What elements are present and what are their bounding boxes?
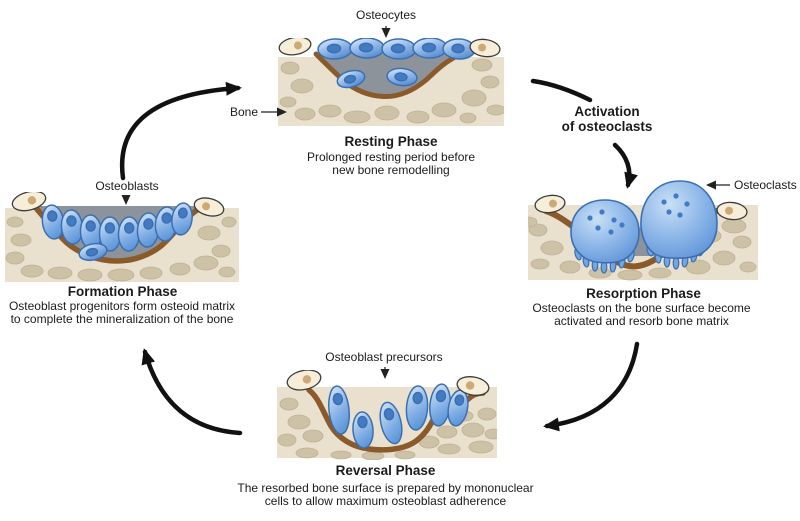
embedded-osteocyte: [78, 242, 108, 262]
osteoblast-precursors-label: Osteoblast precursors: [325, 350, 443, 364]
activation-of-osteoclasts-label: Activation of osteoclasts: [561, 104, 653, 134]
bone-label: Bone: [229, 105, 258, 119]
resting-phase-description: Prolonged resting period before new bone…: [306, 150, 476, 178]
osteoclasts-label: Osteoclasts: [734, 178, 797, 192]
osteoclast-left: [570, 199, 640, 274]
reversal-phase-description: The resorbed bone surface is prepared by…: [237, 481, 534, 509]
arrow-reversal-to-formation: [141, 348, 243, 436]
formation-phase-title: Formation Phase: [67, 284, 178, 299]
osteocytes-label: Osteocytes: [355, 8, 417, 22]
reversal-phase-illustration: [277, 370, 497, 460]
cell-granules: [661, 193, 690, 218]
arrow-formation-to-resting: [119, 81, 242, 181]
bone-pebbles: [5, 216, 237, 282]
resorption-phase-illustration: [528, 180, 758, 281]
osteoblasts-label: Osteoblasts: [95, 179, 159, 193]
osteoclast-right: [640, 180, 718, 270]
bone-lining-cells: [278, 38, 501, 58]
resorption-phase-description: Osteoclasts on the bone surface become a…: [532, 301, 751, 329]
reversal-phase-title: Reversal Phase: [335, 463, 436, 478]
arrow-resting-to-activation: [530, 78, 593, 103]
resting-phase-illustration: [278, 38, 504, 126]
resorption-phase-title: Resorption Phase: [586, 286, 701, 301]
bone-lining-cells: [286, 370, 490, 396]
bone-lining-cells: [534, 194, 748, 221]
cell-granules: [587, 209, 625, 235]
formation-phase-illustration: [5, 192, 239, 282]
osteocyte-cells: [336, 67, 418, 89]
resting-phase-title: Resting Phase: [344, 134, 438, 149]
bone-pebbles: [277, 397, 497, 460]
osteoblast-cells: [41, 202, 193, 252]
formation-phase-description: Osteoblast progenitors form osteoid matr…: [8, 299, 236, 327]
bone-lining-cells: [11, 192, 225, 217]
lining-cell-row: [317, 38, 476, 60]
arrow-resorption-to-reversal: [543, 341, 640, 432]
bone-pebbles: [279, 58, 504, 124]
